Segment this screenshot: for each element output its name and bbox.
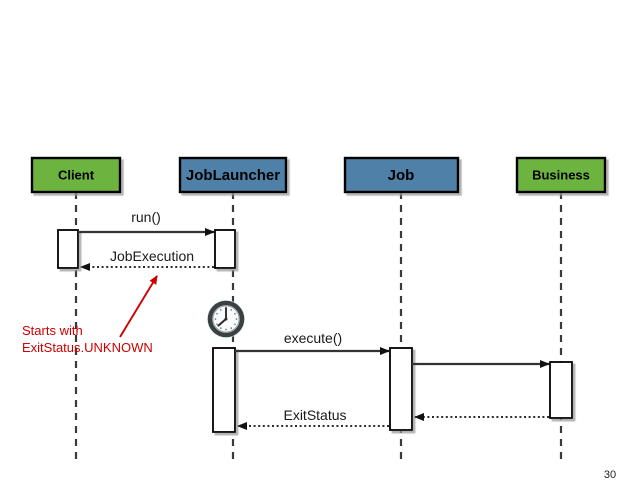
message-labels-group: run() JobExecution execute() ExitStatus bbox=[110, 209, 347, 423]
activation-bar-client bbox=[57, 229, 79, 269]
page-number: 30 bbox=[604, 469, 616, 481]
participant-box-client[interactable] bbox=[30, 156, 122, 194]
participant-box-business[interactable] bbox=[515, 156, 607, 194]
activation-bar-joblauncher-execute bbox=[212, 347, 236, 433]
participant-box-job[interactable] bbox=[343, 156, 460, 194]
exitstatus-note-line1: Starts with bbox=[22, 323, 83, 338]
exitstatus-note-arrow bbox=[119, 275, 158, 338]
participant-joblauncher[interactable]: JobLauncher bbox=[178, 156, 288, 194]
exitstatus-note: Starts with ExitStatus.UNKNOWN bbox=[22, 275, 158, 355]
message-label-jobexecution: JobExecution bbox=[110, 248, 194, 264]
message-label-execute: execute() bbox=[284, 330, 342, 346]
participant-job[interactable]: Job bbox=[343, 156, 460, 194]
clock-center-pin bbox=[224, 317, 228, 321]
clock-tick-marks bbox=[214, 307, 238, 331]
exitstatus-note-line2: ExitStatus.UNKNOWN bbox=[22, 340, 153, 355]
clock-rim bbox=[207, 300, 245, 338]
participant-label-client: Client bbox=[58, 167, 95, 182]
message-label-run: run() bbox=[131, 209, 161, 225]
participant-label-business: Business bbox=[532, 167, 590, 182]
activation-bar-joblauncher-run bbox=[214, 229, 236, 269]
messages-group bbox=[78, 228, 550, 430]
participant-client[interactable]: Client bbox=[30, 156, 122, 194]
activation-bar-job bbox=[389, 347, 413, 431]
message-label-exitstatus: ExitStatus bbox=[283, 407, 346, 423]
clock-icon bbox=[207, 300, 245, 338]
activation-bar-business bbox=[549, 361, 573, 419]
activation-bars-group bbox=[57, 229, 573, 433]
participant-label-joblauncher: JobLauncher bbox=[186, 167, 280, 184]
participant-business[interactable]: Business bbox=[515, 156, 607, 194]
clock-hour-hand bbox=[217, 317, 228, 327]
participant-box-joblauncher[interactable] bbox=[178, 156, 288, 194]
participant-label-job: Job bbox=[388, 167, 415, 184]
